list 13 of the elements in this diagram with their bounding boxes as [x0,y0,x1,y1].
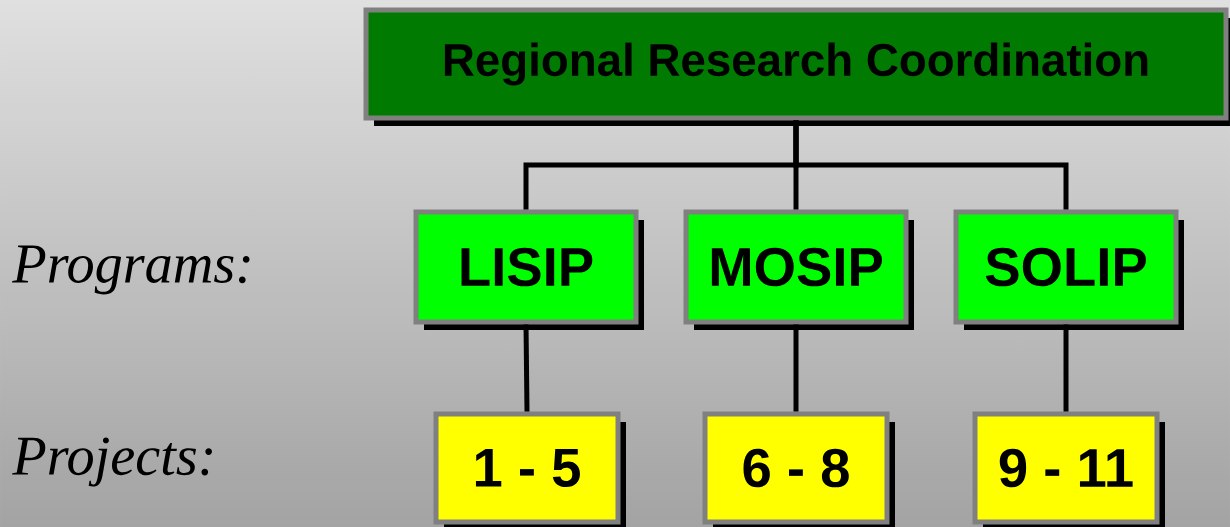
title-box: Regional Research Coordination [363,7,1230,126]
project-box: 1 - 5 [433,411,626,527]
program-box: SOLIP [953,209,1184,330]
row-label: Programs: [12,245,250,295]
connector-line [523,324,530,412]
program-box: LISIP [413,209,644,330]
program-box: MOSIP [683,209,914,330]
row-label: Projects: [12,437,212,487]
connector-line [793,324,799,412]
connector-line [1063,324,1069,412]
project-box: 9 - 11 [972,411,1165,527]
connector-line [793,120,1069,210]
project-box: 6 - 8 [702,411,895,527]
